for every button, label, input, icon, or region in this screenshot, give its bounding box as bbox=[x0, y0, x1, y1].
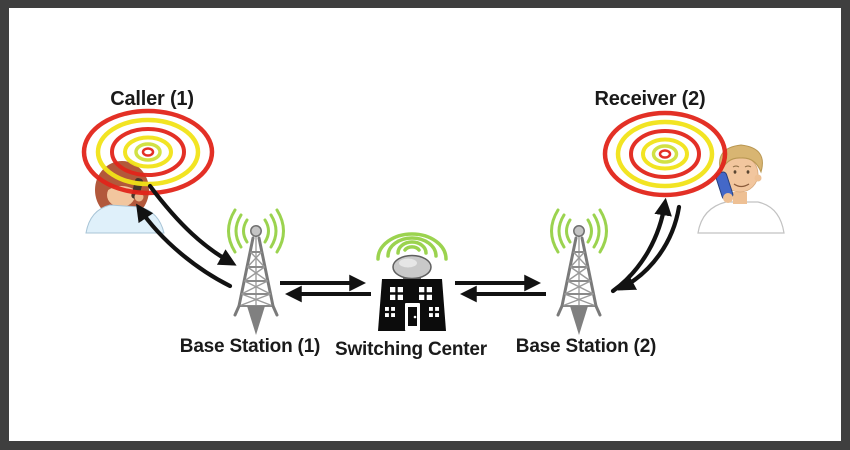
arrow-receiver-to-bs2 bbox=[617, 204, 682, 291]
base-station-2-label: Base Station (2) bbox=[515, 336, 657, 357]
caller-label: Caller (1) bbox=[110, 88, 194, 110]
caller-signal-waves-icon bbox=[81, 108, 215, 196]
base-station-1-tower-icon bbox=[227, 208, 285, 337]
switching-center-label: Switching Center bbox=[335, 339, 487, 360]
receiver-signal-waves-icon bbox=[602, 110, 728, 198]
arrow-caller-to-bs1 bbox=[147, 183, 237, 266]
receiver-label: Receiver (2) bbox=[594, 88, 706, 110]
base-station-2-tower-icon bbox=[550, 208, 608, 337]
receiver-figure bbox=[697, 144, 785, 234]
arrow-bs1-to-caller bbox=[136, 203, 233, 289]
switching-center-building-icon bbox=[376, 232, 448, 331]
base-station-1-label: Base Station (1) bbox=[179, 336, 321, 357]
